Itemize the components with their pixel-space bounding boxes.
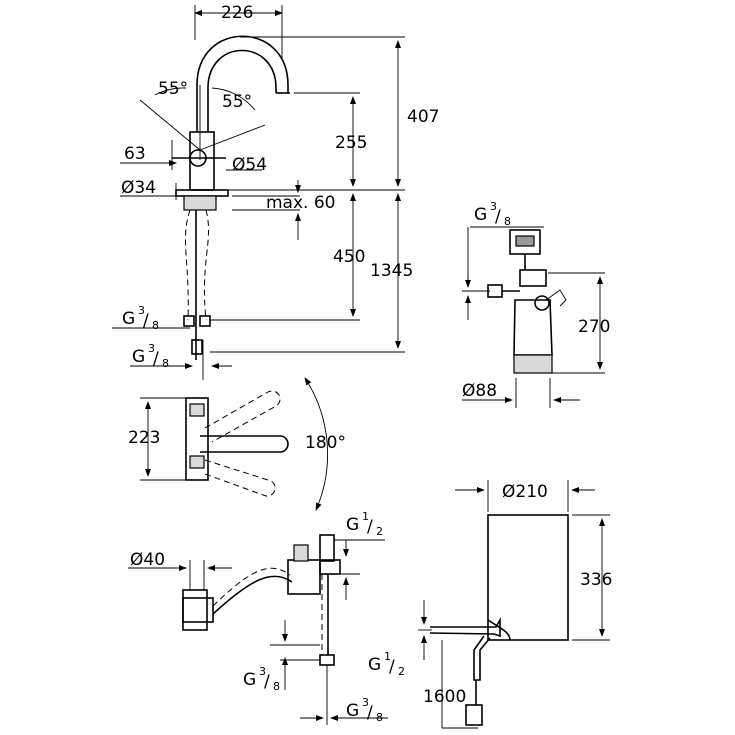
svg-text:G: G xyxy=(243,670,256,690)
boiler-unit xyxy=(429,514,569,726)
boiler-dimension-lines xyxy=(418,480,610,729)
svg-text:8: 8 xyxy=(273,680,280,693)
svg-text:8: 8 xyxy=(504,215,511,228)
boiler-tank xyxy=(487,514,569,641)
svg-text:8: 8 xyxy=(162,357,169,370)
svg-text:/: / xyxy=(367,703,373,723)
top-view-dimension-lines xyxy=(140,397,190,481)
svg-text:G: G xyxy=(368,655,381,675)
top-view-body xyxy=(185,397,209,481)
valve-assembly xyxy=(182,534,341,725)
dim-angle-right: 55° xyxy=(222,92,252,112)
svg-text:2: 2 xyxy=(398,665,405,678)
dim-226: 226 xyxy=(221,3,253,23)
dimension-labels: 226 407 255 55° 55° 63 Ø54 Ø34 max. 60 4… xyxy=(121,3,612,724)
dim-270: 270 xyxy=(578,317,610,337)
faucet-dimension-lines xyxy=(112,5,405,369)
label-g12-valve: G 1 / 2 xyxy=(346,510,383,538)
label-g38-faucet-a: G 3 / 8 xyxy=(122,304,159,332)
label-g38-valve-b: G 3 / 8 xyxy=(346,696,383,724)
svg-text:G: G xyxy=(346,701,359,721)
dim-angle-180: 180° xyxy=(305,433,346,453)
svg-text:3: 3 xyxy=(148,342,155,355)
faucet-top-view xyxy=(185,377,329,511)
svg-text:8: 8 xyxy=(376,711,383,724)
svg-text:/: / xyxy=(264,672,270,692)
svg-text:G: G xyxy=(132,347,145,367)
valve-body xyxy=(287,559,321,595)
dim-dia-34: Ø34 xyxy=(121,178,156,198)
svg-text:1: 1 xyxy=(362,510,369,523)
dim-407: 407 xyxy=(407,107,439,127)
dim-1600: 1600 xyxy=(423,687,466,707)
svg-text:/: / xyxy=(495,207,501,227)
hose-right xyxy=(203,209,209,321)
label-g12-boiler: G 1 / 2 xyxy=(368,650,405,678)
faucet-body xyxy=(189,131,215,191)
svg-text:/: / xyxy=(389,657,395,677)
svg-text:G: G xyxy=(122,309,135,329)
valve-dimension-lines xyxy=(128,539,388,721)
svg-text:3: 3 xyxy=(259,665,266,678)
svg-text:3: 3 xyxy=(362,696,369,709)
spout-inner-arc xyxy=(207,49,277,132)
label-g38-faucet-b: G 3 / 8 xyxy=(132,342,169,370)
dim-223: 223 xyxy=(128,428,160,448)
dim-dia-40: Ø40 xyxy=(130,550,165,570)
dim-63: 63 xyxy=(124,144,146,164)
dim-angle-left: 55° xyxy=(158,79,188,99)
svg-text:G: G xyxy=(346,515,359,535)
dim-336: 336 xyxy=(580,570,612,590)
dim-1345: 1345 xyxy=(370,261,413,281)
dim-dia-88: Ø88 xyxy=(462,381,497,401)
svg-text:2: 2 xyxy=(376,525,383,538)
svg-text:/: / xyxy=(367,517,373,537)
valve-hose xyxy=(212,567,291,607)
power-plug xyxy=(465,704,483,726)
filter-dimension-lines xyxy=(462,226,605,408)
svg-text:8: 8 xyxy=(152,319,159,332)
dim-dia-210: Ø210 xyxy=(502,482,548,502)
dim-450: 450 xyxy=(333,247,365,267)
faucet-side-view xyxy=(139,35,290,380)
dim-max-60: max. 60 xyxy=(266,193,335,213)
svg-text:1: 1 xyxy=(384,650,391,663)
hose-left xyxy=(184,209,191,321)
dim-dia-54: Ø54 xyxy=(232,155,267,175)
svg-text:/: / xyxy=(143,311,149,331)
label-g38-valve-a: G 3 / 8 xyxy=(243,665,280,693)
svg-text:G: G xyxy=(474,205,487,225)
svg-text:3: 3 xyxy=(490,200,497,213)
spout-arc xyxy=(196,35,289,132)
svg-text:3: 3 xyxy=(138,304,145,317)
label-g38-filter: G 3 / 8 xyxy=(474,200,511,228)
top-view-spout xyxy=(200,435,289,453)
filter-unit xyxy=(487,229,567,374)
svg-text:/: / xyxy=(153,349,159,369)
dim-255: 255 xyxy=(335,133,367,153)
